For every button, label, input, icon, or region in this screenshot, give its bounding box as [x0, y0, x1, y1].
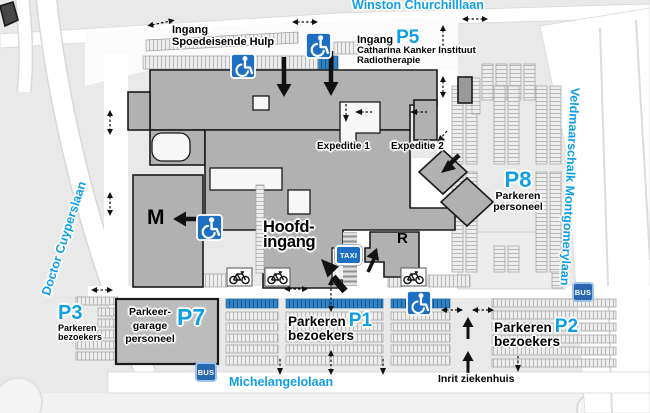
wheelchair-icon: [406, 290, 432, 316]
p7-garage: [114, 297, 220, 366]
p8-parking-rows: [451, 63, 562, 273]
taxi-sign: TAXI: [335, 245, 362, 265]
building-m: [132, 174, 204, 288]
seh-entrance-line2: Spoedeisende Hulp: [172, 35, 275, 48]
street-label-winston-churchilllaan: Winston Churchilllaan: [352, 0, 484, 12]
p1-gray-rows: [225, 311, 451, 366]
hoofdingang-line2: ingang: [263, 233, 316, 252]
p1-code: P1: [348, 310, 373, 331]
bicycle-icon: [264, 267, 291, 287]
wheelchair-icon: [196, 214, 223, 241]
one-way-arrows: [277, 104, 521, 375]
wheelchair-icon: [305, 32, 332, 59]
p7-code: P7: [177, 304, 206, 330]
p5-code: P5: [396, 27, 420, 48]
building-main-north: [149, 69, 438, 131]
canopy-strip: [255, 184, 265, 274]
p2-rows: [491, 298, 617, 368]
expeditie2-label: Expeditie 2: [391, 141, 444, 152]
hoofdingang-arrow: [321, 259, 348, 294]
seh-entrance-line1: Ingang: [172, 24, 209, 36]
building-r-label: R: [397, 230, 408, 247]
p5-line2: Catharina Kanker Instituut: [357, 44, 476, 56]
building-radiotherapie: [413, 99, 438, 141]
expeditie2-arrow: [441, 153, 461, 173]
p5-ingang-word: Ingang: [357, 34, 394, 46]
p7-word1: Parkeer-: [128, 306, 172, 318]
p2-code: P2: [554, 316, 579, 337]
building-fragment: [0, 0, 19, 28]
p2-label: Parkeren P2 bezoekers: [494, 317, 578, 349]
p8-word2: personeel: [493, 201, 543, 214]
p3-code: P3: [58, 302, 83, 324]
bus-stop-sign: BUS: [195, 362, 217, 382]
p7-text-label: Parkeer- garage personeel: [120, 306, 180, 347]
p1-label: Parkeren P1 bezoekers: [288, 311, 372, 343]
two-way-arrows: [91, 16, 494, 375]
map-icons: [196, 32, 432, 316]
street-label-michelangelolaan: Michelangelolaan: [229, 375, 334, 389]
road-montgomery: [539, 7, 650, 413]
expeditie1-label: Expeditie 1: [317, 141, 370, 152]
hoofdingang-line1: Hoofd-: [263, 218, 315, 236]
building-r: [364, 231, 420, 278]
p1-word2: bezoekers: [288, 327, 355, 343]
p8-word1: Parkeren: [495, 190, 541, 203]
p3-word2: bezoekers: [58, 332, 103, 343]
p5-entrance-label: Ingang P5 Catharina Kanker Instituut Rad…: [357, 28, 476, 66]
r-entrance-arrow: [366, 248, 379, 273]
p8-label: P8 Parkeren personeel: [487, 168, 549, 213]
p2-word2: bezoekers: [494, 333, 561, 349]
building-m-label: M: [147, 206, 165, 229]
p8-code: P8: [504, 167, 532, 192]
building-diamond-2: [439, 176, 495, 228]
bicycle-icon: [226, 267, 253, 287]
seh-entrance-arrow: [276, 57, 292, 97]
p5-line3: Radiotherapie: [357, 54, 421, 66]
inrit-up-arrows: [462, 317, 474, 373]
p7-word3: personeel: [125, 333, 175, 346]
inrit-ziekenhuis-label: Inrit ziekenhuis: [438, 373, 515, 385]
traffic-arrows: [91, 16, 521, 375]
wheelchair-icon: [230, 53, 256, 79]
p3-word1: Parkeren: [58, 323, 97, 333]
building-small-p5: [457, 76, 473, 104]
bicycle-icon: [400, 267, 427, 287]
p1-word1: Parkeren: [288, 314, 346, 329]
p3-label: P3 Parkeren bezoekers: [58, 303, 102, 343]
hoofdingang-label: Hoofd- ingang: [263, 218, 316, 252]
road-michelangelo: [107, 371, 650, 394]
p7-word2: garage: [132, 319, 168, 332]
seh-entrance-label: Ingang Spoedeisende Hulp: [172, 24, 275, 48]
p2-word1: Parkeren: [494, 320, 552, 335]
bus-stop-sign: BUS: [572, 282, 594, 302]
